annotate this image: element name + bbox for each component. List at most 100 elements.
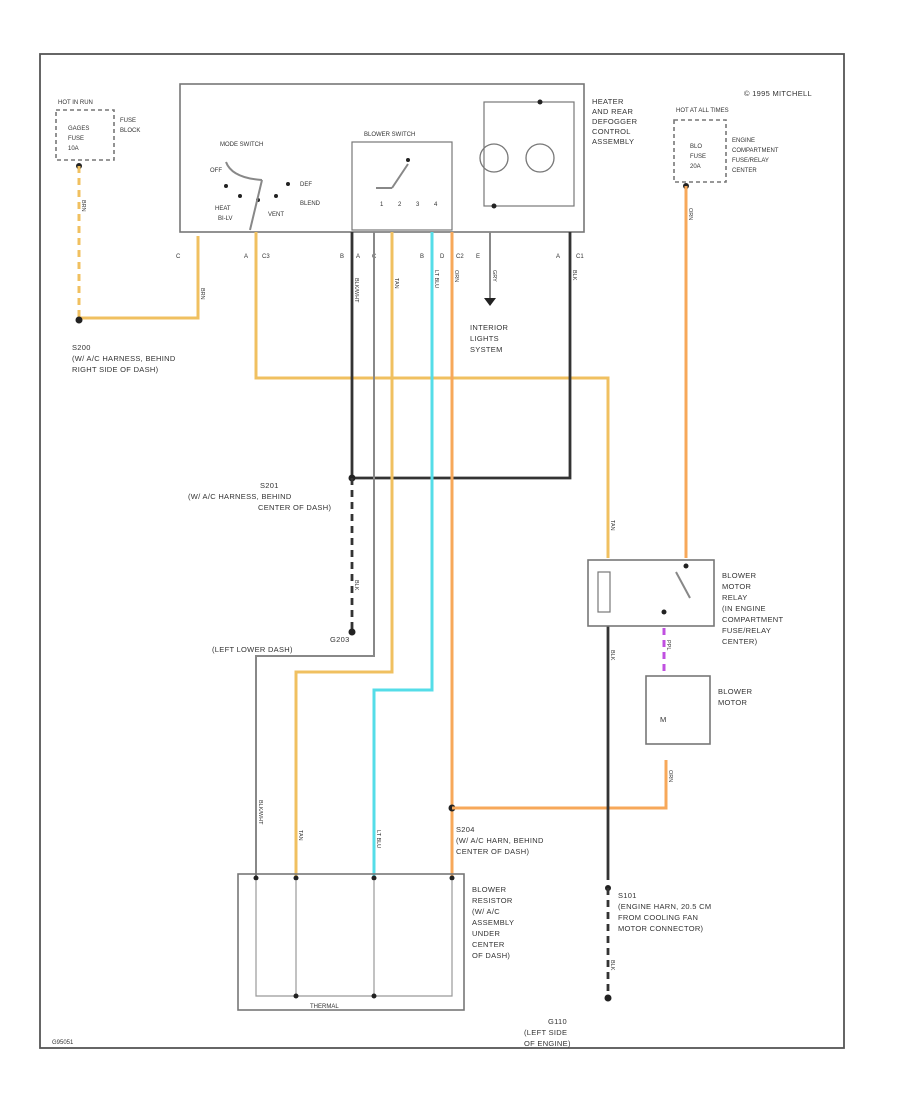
hot-in-run-line3: 10A: [68, 146, 79, 152]
mode-heat: HEAT: [215, 206, 231, 212]
fuse-block-label1: FUSE: [120, 118, 136, 124]
conn-e: E: [476, 254, 480, 260]
engine-center-1: ENGINE: [732, 138, 755, 144]
speed-4: 4: [434, 202, 438, 208]
control-assy-4: CONTROL: [592, 127, 631, 136]
g203-2: (LEFT LOWER DASH): [212, 645, 293, 654]
s200-2: (W/ A/C HARNESS, BEHIND: [72, 354, 176, 363]
wires: [75, 166, 688, 1002]
wire-code-17: BLK: [353, 580, 359, 591]
mode-def: DEF: [300, 182, 312, 188]
engine-center-2: COMPARTMENT: [732, 148, 779, 154]
resistor-2: RESISTOR: [472, 896, 513, 905]
wire-code-14: TAN: [609, 520, 615, 531]
mode-off: OFF: [210, 168, 222, 174]
resistor-4: ASSEMBLY: [472, 918, 514, 927]
diagram-frame: [39, 53, 845, 1049]
conn-c1: C1: [576, 254, 584, 260]
relay-7: CENTER): [722, 637, 758, 646]
wire-code-11: TAN: [297, 830, 303, 841]
resistor-5: UNDER: [472, 929, 500, 938]
wire-code-16: BLK: [609, 960, 615, 971]
conn-a3: A: [556, 254, 560, 260]
wire-code-10: BLK/WHT: [257, 800, 263, 825]
relay-3: RELAY: [722, 593, 748, 602]
blower-motor: M BLOWER MOTOR: [645, 675, 753, 745]
hot-at-all-times-line2: FUSE: [690, 154, 706, 160]
relay-2: MOTOR: [722, 582, 752, 591]
speed-2: 2: [398, 202, 402, 208]
interior-lights: INTERIOR LIGHTS SYSTEM: [470, 323, 508, 354]
conn-a2: A: [356, 254, 360, 260]
engine-center-4: CENTER: [732, 168, 757, 174]
wire-code-7: BLK: [571, 270, 577, 281]
hot-at-all-times-title: HOT AT ALL TIMES: [676, 108, 729, 114]
s201-2: (W/ A/C HARNESS, BEHIND: [188, 492, 292, 501]
resistor-6: CENTER: [472, 940, 505, 949]
blower-motor-relay: BLOWER MOTOR RELAY (IN ENGINE COMPARTMEN…: [587, 559, 783, 646]
s200-1: S200: [72, 343, 91, 352]
resistor-3: (W/ A/C: [472, 907, 500, 916]
splice-s201: S201 (W/ A/C HARNESS, BEHIND CENTER OF D…: [188, 481, 331, 512]
speed-1: 1: [380, 202, 384, 208]
s101-1: S101: [618, 891, 637, 900]
splice-s200: S200 (W/ A/C HARNESS, BEHIND RIGHT SIDE …: [72, 343, 176, 374]
wire-code-15: BLK: [609, 650, 615, 661]
copyright-label: © 1995 MITCHELL: [744, 89, 812, 98]
hot-at-all-times-fuse: HOT AT ALL TIMES BLO FUSE 20A ENGINE COM…: [673, 108, 779, 189]
hot-at-all-times-line1: BLO: [690, 144, 702, 150]
g110-2: (LEFT SIDE: [524, 1028, 567, 1037]
interior-3: SYSTEM: [470, 345, 503, 354]
relay-5: COMPARTMENT: [722, 615, 783, 624]
mode-blend: BLEND: [300, 201, 321, 207]
relay-1: BLOWER: [722, 571, 757, 580]
wire-codes: BRN BLK/WHT TAN LT BLU ORN GRY BLK ORN B…: [80, 200, 693, 971]
connector-labels: C A C3 B A C B D C2 E A C1: [176, 254, 584, 260]
conn-c3: C3: [262, 254, 270, 260]
blower-switch-title: BLOWER SWITCH: [364, 132, 415, 138]
relay-4: (IN ENGINE: [722, 604, 766, 613]
s201-1: S201: [260, 481, 279, 490]
wire-code-12: LT BLU: [375, 830, 381, 848]
control-assembly: HEATER AND REAR DEFOGGER CONTROL ASSEMBL…: [179, 83, 638, 233]
resistor-7: OF DASH): [472, 951, 510, 960]
motor-symbol: M: [660, 715, 667, 724]
control-assy-5: ASSEMBLY: [592, 137, 634, 146]
g110-1: G110: [548, 1017, 567, 1026]
hot-in-run-fuse: HOT IN RUN GAGES FUSE 10A FUSE BLOCK: [55, 100, 140, 169]
s101-3: FROM COOLING FAN: [618, 913, 698, 922]
s204-3: CENTER OF DASH): [456, 847, 529, 856]
mode-vent: VENT: [268, 212, 284, 218]
motor-2: MOTOR: [718, 698, 748, 707]
figure-id: G95051: [52, 1040, 74, 1046]
hot-in-run-line2: FUSE: [68, 136, 84, 142]
wire-code-1: BRN: [80, 200, 86, 212]
mode-bilv: BI-LV: [218, 216, 233, 222]
control-assy-3: DEFOGGER: [592, 117, 638, 126]
wire-code-6: GRY: [491, 270, 497, 282]
conn-a: A: [244, 254, 248, 260]
conn-d: D: [440, 254, 445, 260]
conn-b-2: B: [420, 254, 424, 260]
speed-3: 3: [416, 202, 420, 208]
s200-3: RIGHT SIDE OF DASH): [72, 365, 159, 374]
s201-3: CENTER OF DASH): [258, 503, 331, 512]
wire-code-4: LT BLU: [433, 270, 439, 288]
engine-center-3: FUSE/RELAY: [732, 158, 769, 164]
wire-code-9: BRN: [199, 288, 205, 300]
wire-code-5: ORN: [453, 270, 459, 282]
motor-1: BLOWER: [718, 687, 753, 696]
splice-s204: S204 (W/ A/C HARN, BEHIND CENTER OF DASH…: [456, 825, 544, 856]
g203-1: G203: [330, 635, 350, 644]
wire-code-2: BLK/WHT: [353, 278, 359, 303]
hot-in-run-title: HOT IN RUN: [58, 100, 93, 106]
resistor-1: BLOWER: [472, 885, 507, 894]
s204-1: S204: [456, 825, 475, 834]
wire-code-13: ORN: [667, 770, 673, 782]
s101-4: MOTOR CONNECTOR): [618, 924, 704, 933]
control-assy-1: HEATER: [592, 97, 624, 106]
interior-2: LIGHTS: [470, 334, 499, 343]
thermal-label: THERMAL: [310, 1004, 339, 1010]
fuse-block-label2: BLOCK: [120, 128, 140, 134]
